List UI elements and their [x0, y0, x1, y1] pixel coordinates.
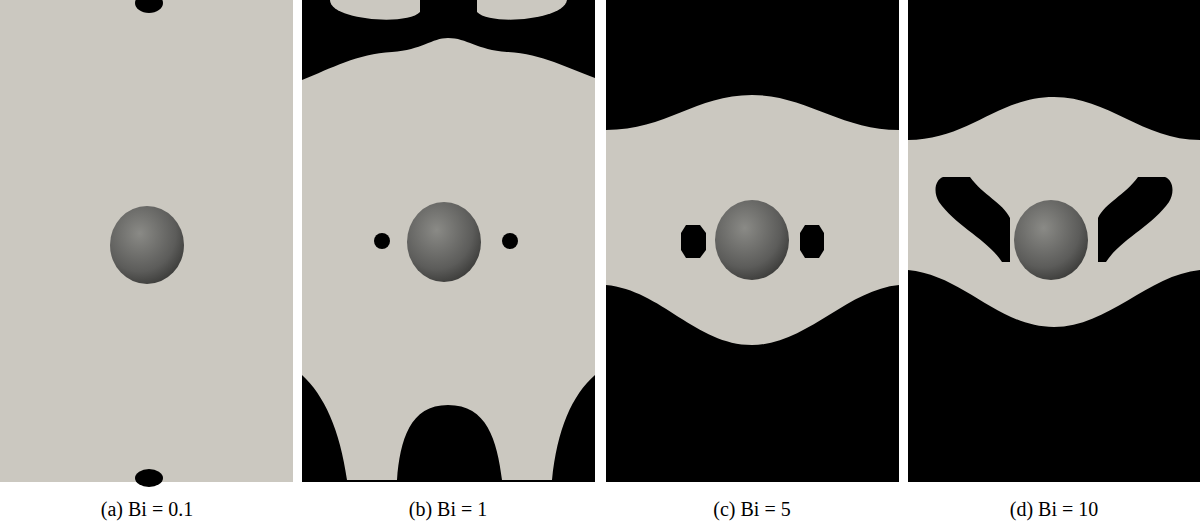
- solid-region: [908, 97, 1200, 327]
- void-region: [606, 0, 899, 482]
- void-region: [302, 0, 595, 482]
- void-region: [135, 0, 163, 13]
- void-region: [908, 0, 1200, 482]
- void-region: [135, 469, 163, 487]
- solid-region: [302, 38, 595, 480]
- sphere: [407, 202, 481, 282]
- sphere: [110, 206, 184, 284]
- panel-caption: (a) Bi = 0.1: [101, 497, 193, 521]
- void-region: [681, 225, 706, 258]
- void-region: [502, 233, 518, 249]
- panel-b: [302, 0, 595, 482]
- void-region: [374, 233, 390, 249]
- solid-region: [0, 0, 293, 482]
- panel-caption: (b) Bi = 1: [409, 497, 488, 521]
- panel-caption: (c) Bi = 5: [713, 497, 790, 521]
- void-region: [1098, 177, 1172, 262]
- panel-c: [606, 0, 899, 482]
- panel-caption: (d) Bi = 10: [1010, 497, 1099, 521]
- sphere: [715, 200, 789, 280]
- solid-region: [606, 95, 899, 345]
- solid-region: [477, 0, 567, 20]
- solid-region: [330, 0, 420, 20]
- void-region: [800, 225, 824, 258]
- panel-a: [0, 0, 293, 487]
- void-region: [936, 177, 1010, 262]
- panel-d: [908, 0, 1200, 482]
- sphere: [1014, 200, 1088, 280]
